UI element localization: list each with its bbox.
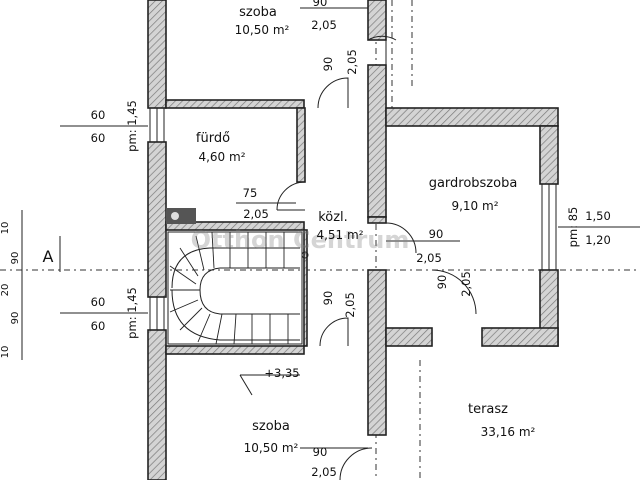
wardrobe-right-wall-top (539, 125, 559, 185)
bath-door-width: 75 (243, 186, 258, 200)
stair-step (215, 313, 223, 345)
hall-bottom-door (319, 317, 349, 347)
stair-step (179, 307, 203, 331)
bottom-door-height: 2,05 (311, 465, 337, 479)
bottom-room-name: szoba (252, 419, 290, 434)
left-dim-3: 20 (0, 284, 11, 297)
left-dim-5: 10 (0, 346, 11, 359)
bath-top-partition (165, 99, 305, 109)
bath-window-sill: pm: 1,45 (125, 100, 139, 152)
bathroom-area: 4,60 m² (198, 150, 245, 164)
top-door-width: 90 (313, 0, 328, 9)
left-wall-top (147, 0, 167, 109)
hall-top-door (317, 77, 349, 109)
terrace-door-height: 2,05 (459, 271, 473, 297)
dimension-labels: 90 2,05 90 2,05 60 60 pm: 1,45 75 2,05 p… (0, 0, 611, 479)
wardrobe-window-height: 1,20 (585, 233, 611, 247)
stair-window-width: 60 (91, 295, 106, 309)
stair-right-partition (303, 229, 308, 347)
central-wall-stub (367, 216, 387, 224)
top-room-name: szoba (239, 5, 277, 20)
boiler-dial-icon (171, 212, 179, 220)
dimension-lines (21, 7, 640, 449)
wardrobe-door-width: 90 (429, 227, 444, 241)
terrace-door-width: 90 (435, 275, 449, 290)
floor-level: +3,35 (264, 366, 299, 380)
left-dim-4: 90 (10, 312, 21, 325)
top-vert-width: 90 (321, 57, 335, 72)
low-vert-height: 2,05 (343, 292, 357, 318)
wardrobe-window-width: 1,50 (585, 209, 611, 223)
central-wall-mid (367, 64, 387, 218)
stair-handrail-outer (171, 247, 300, 289)
stair-window-sill: pm: 1,45 (125, 287, 139, 339)
bath-door-height: 2,05 (243, 207, 269, 221)
central-wall-top (367, 0, 387, 41)
bath-window-height: 60 (91, 131, 106, 145)
wardrobe-door-height: 2,05 (416, 251, 442, 265)
left-wall-middle (147, 141, 167, 298)
stair-post (301, 251, 309, 259)
stair-handrail-inner (199, 267, 300, 291)
top-room-door (367, 35, 397, 65)
bathroom-name: fürdő (196, 131, 230, 146)
wardrobe-top-wall (385, 107, 559, 127)
top-vert-height: 2,05 (345, 49, 359, 75)
walls (147, 0, 559, 480)
stair-outline (167, 231, 303, 345)
stair-step (211, 231, 215, 269)
stair-step (197, 313, 211, 343)
stair-step (233, 313, 237, 345)
stair-step (169, 265, 197, 285)
boiler-unit (166, 208, 196, 224)
stair-window-height: 60 (91, 319, 106, 333)
bottom-door-width: 90 (313, 445, 328, 459)
section-marker: A (43, 247, 54, 266)
bath-door (276, 181, 306, 211)
stair-bottom-partition (165, 345, 305, 355)
windows (149, 108, 557, 330)
wardrobe-window-sill: pm: 85 (566, 207, 580, 248)
bath-window-width: 60 (91, 108, 106, 122)
left-dim-2: 90 (10, 252, 21, 265)
central-wall-low (367, 269, 387, 436)
left-dim-1: 10 (0, 222, 11, 235)
bath-right-partition (296, 107, 306, 183)
wardrobe-bottom-wall-left (385, 327, 433, 347)
bottom-room-door (339, 447, 373, 480)
low-vert-width: 90 (321, 291, 335, 306)
terrace-name: terasz (468, 402, 508, 417)
terrace-door (431, 269, 477, 315)
level-tick (239, 374, 253, 396)
wardrobe-door (385, 222, 417, 254)
stair-top-partition (165, 221, 305, 231)
bottom-room-area: 10,50 m² (244, 441, 299, 455)
hallway-area: 4,51 m² (316, 228, 363, 242)
room-labels: szoba 10,50 m² fürdő 4,60 m² gardrobszob… (196, 5, 536, 455)
stair-handrail-lower-inner (199, 289, 300, 315)
watermark: Otthon Centrum (191, 226, 410, 254)
stair-step (179, 247, 199, 277)
staircase (166, 208, 309, 345)
terrace-area: 33,16 m² (481, 425, 536, 439)
left-wall-bottom (147, 329, 167, 480)
hallway-name: közl. (318, 210, 348, 225)
wardrobe-bottom-wall-right (481, 327, 559, 347)
stair-handrail-lower-outer (171, 289, 300, 341)
top-room-area: 10,50 m² (235, 23, 290, 37)
stair-step (195, 235, 205, 271)
wardrobe-name: gardrobszoba (429, 176, 518, 191)
wardrobe-area: 9,10 m² (451, 199, 498, 213)
top-door-height: 2,05 (311, 18, 337, 32)
stair-step (169, 299, 199, 313)
